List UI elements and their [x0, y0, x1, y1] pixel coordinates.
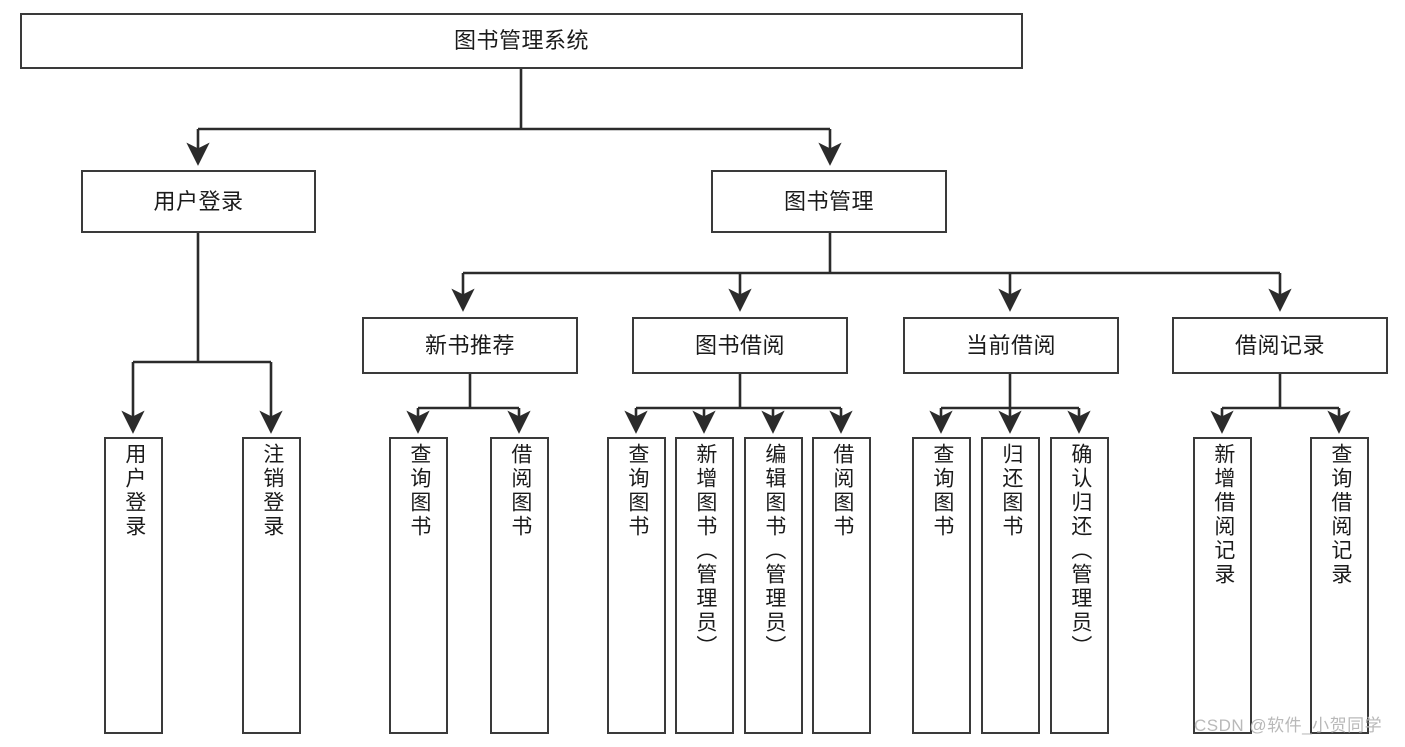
leaf-book-borrow-1-label: 查询图书 [625, 443, 649, 539]
leaf-user-login-2-label: 注销登录 [260, 443, 284, 539]
node-book-management-label: 图书管理 [783, 188, 874, 214]
leaf-book-borrow-4[interactable]: 借阅图书 [812, 437, 871, 734]
leaf-recommend-2-label: 借阅图书 [508, 443, 532, 539]
node-current-borrow[interactable]: 当前借阅 [903, 317, 1119, 374]
leaf-user-login-1[interactable]: 用户登录 [104, 437, 163, 734]
node-root-label: 图书管理系统 [453, 28, 589, 54]
node-borrow-record[interactable]: 借阅记录 [1172, 317, 1388, 374]
leaf-book-borrow-3[interactable]: 编辑图书（管理员） [744, 437, 803, 734]
leaf-user-login-1-label: 用户登录 [122, 443, 146, 539]
csdn-watermark: CSDN @软件_小贺同学 [1194, 716, 1383, 735]
leaf-recommend-1[interactable]: 查询图书 [389, 437, 448, 734]
node-book-borrow-label: 图书借阅 [694, 332, 785, 358]
leaf-borrow-record-2[interactable]: 查询借阅记录 [1310, 437, 1369, 734]
leaf-current-borrow-2[interactable]: 归还图书 [981, 437, 1040, 734]
leaf-user-login-2[interactable]: 注销登录 [242, 437, 301, 734]
leaf-book-borrow-2-label: 新增图书（管理员） [693, 443, 717, 659]
leaf-book-borrow-4-label: 借阅图书 [830, 443, 854, 539]
leaf-current-borrow-2-label: 归还图书 [999, 443, 1023, 539]
leaf-current-borrow-3[interactable]: 确认归还（管理员） [1050, 437, 1109, 734]
leaf-borrow-record-1[interactable]: 新增借阅记录 [1193, 437, 1252, 734]
node-user-login-label: 用户登录 [153, 188, 244, 214]
node-new-book-recommend-label: 新书推荐 [424, 332, 515, 358]
leaf-borrow-record-1-label: 新增借阅记录 [1211, 443, 1235, 587]
leaf-book-borrow-3-label: 编辑图书（管理员） [762, 443, 786, 659]
node-new-book-recommend[interactable]: 新书推荐 [362, 317, 578, 374]
node-book-borrow[interactable]: 图书借阅 [632, 317, 848, 374]
node-book-management[interactable]: 图书管理 [711, 170, 947, 233]
node-current-borrow-label: 当前借阅 [965, 332, 1056, 358]
leaf-book-borrow-2[interactable]: 新增图书（管理员） [675, 437, 734, 734]
leaf-borrow-record-2-label: 查询借阅记录 [1328, 443, 1352, 587]
leaf-recommend-2[interactable]: 借阅图书 [490, 437, 549, 734]
node-root[interactable]: 图书管理系统 [20, 13, 1023, 69]
leaf-current-borrow-3-label: 确认归还（管理员） [1068, 443, 1092, 659]
leaf-current-borrow-1[interactable]: 查询图书 [912, 437, 971, 734]
node-user-login[interactable]: 用户登录 [81, 170, 316, 233]
node-borrow-record-label: 借阅记录 [1234, 332, 1325, 358]
leaf-book-borrow-1[interactable]: 查询图书 [607, 437, 666, 734]
leaf-recommend-1-label: 查询图书 [407, 443, 431, 539]
leaf-current-borrow-1-label: 查询图书 [930, 443, 954, 539]
